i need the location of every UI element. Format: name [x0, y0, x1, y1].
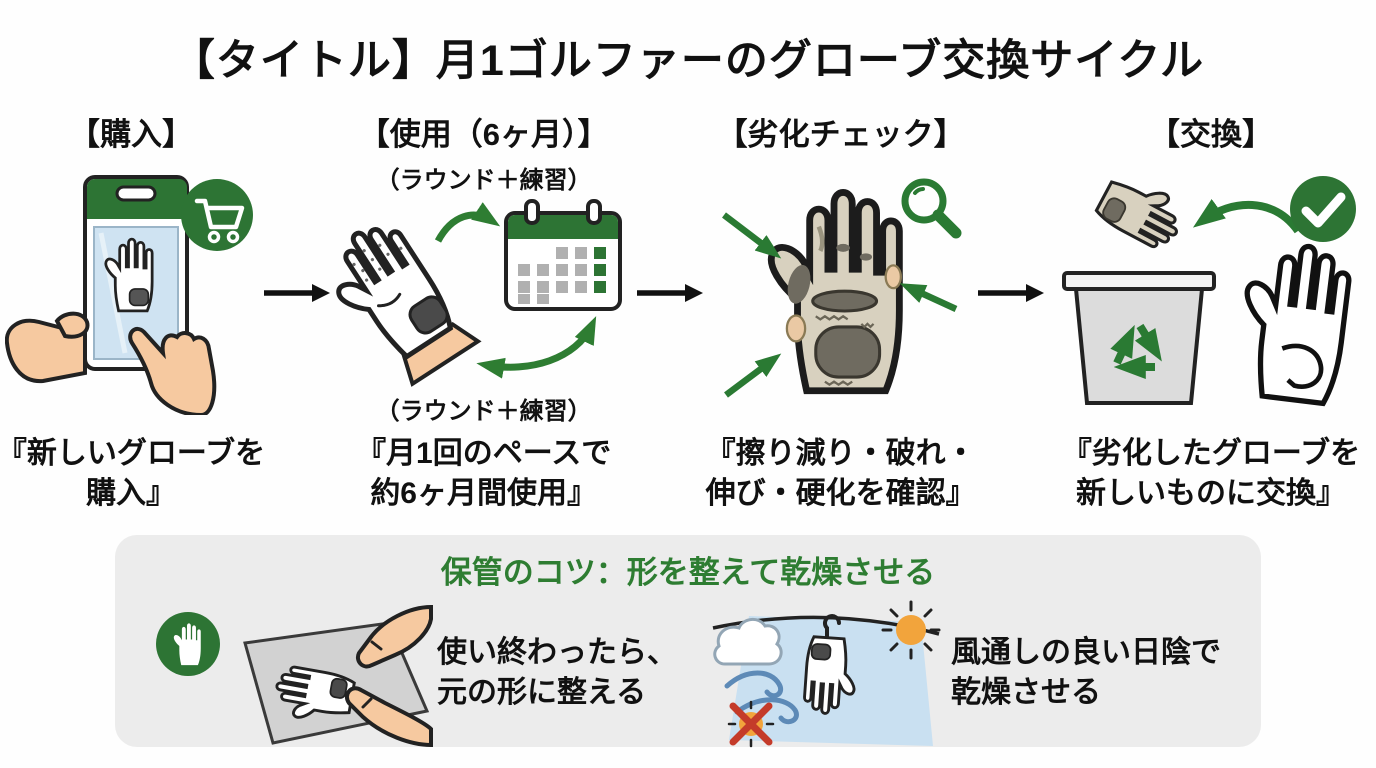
caption-line: 購入』	[86, 476, 176, 510]
sun-icon	[881, 600, 941, 660]
process-flow: 【購入】	[0, 114, 1376, 513]
flatten-glove-illustration	[243, 605, 433, 748]
use-illustration	[335, 199, 622, 387]
step-purchase-header: 【購入】	[69, 117, 193, 152]
tip-dry: 風通しの良い日陰で 乾燥させる	[711, 594, 1221, 752]
pointing-hand-icon	[128, 326, 217, 415]
step-check-caption: 『擦り減り・破れ・ 伸び・硬化を確認』	[706, 434, 976, 513]
step-use-note-top: （ラウンド＋練習）	[375, 167, 592, 194]
caption-line: 『擦り減り・破れ・	[705, 437, 976, 470]
tip-line: 元の形に整える	[437, 676, 647, 710]
right-arrow-icon	[978, 284, 1044, 302]
cart-icon	[181, 179, 253, 251]
tip-line: 乾燥させる	[951, 676, 1101, 710]
tip-reshape: 使い終わったら、 元の形に整える	[155, 597, 677, 749]
replace-illustration	[1062, 176, 1356, 407]
checkmark-icon	[1290, 176, 1356, 242]
step-check: 【劣化チェック】	[705, 114, 976, 513]
tip-line: 風通しの良い日陰で	[951, 635, 1221, 669]
wind-icon	[724, 670, 799, 725]
dry-glove-illustration	[712, 600, 941, 748]
storage-tips-title: 保管のコツ：形を整えて乾燥させる	[440, 555, 936, 591]
hanging-glove-icon	[803, 614, 856, 716]
step-use-caption: 『月1回のペースで 約6ヶ月間使用』	[356, 434, 611, 513]
check-illustration	[721, 178, 962, 398]
tip-line: 使い終わったら、	[437, 635, 677, 669]
step-use-header: 【使用（6ヶ月）】	[358, 117, 609, 152]
step-replace-header: 【交換】	[1149, 117, 1273, 152]
tip-dry-text: 風通しの良い日陰で 乾燥させる	[951, 633, 1221, 714]
wear-point-arrow-icon	[721, 212, 958, 398]
old-glove-icon	[1094, 180, 1178, 249]
replace-arrow-icon	[1192, 199, 1302, 234]
step-replace-illustration-zone	[1046, 160, 1376, 426]
caption-line: 『劣化したグローブを	[1061, 437, 1361, 470]
step-check-illustration-zone	[718, 160, 964, 426]
step-replace: 【交換】	[1046, 114, 1376, 513]
step-purchase: 【購入】	[0, 114, 265, 513]
tip-reshape-text: 使い終わったら、 元の形に整える	[437, 633, 677, 714]
caption-line: 『新しいグローブを	[0, 437, 266, 470]
magnifier-icon	[901, 178, 962, 239]
step-use: 【使用（6ヶ月）】 （ラウンド＋練習）	[332, 114, 635, 513]
caption-line: 約6ヶ月間使用』	[370, 476, 597, 510]
worn-glove-icon	[767, 189, 903, 395]
glove-package-icon	[83, 175, 189, 371]
packaged-glove-icon	[104, 237, 154, 313]
storage-tips-box: 保管のコツ：形を整えて乾燥させる	[115, 535, 1261, 748]
glove-icon	[335, 227, 482, 387]
calendar-icon	[503, 199, 622, 311]
caption-line: 『月1回のペースで	[356, 437, 612, 470]
step-use-illustration-zone: （ラウンド＋練習）	[334, 160, 634, 426]
caption-line: 伸び・硬化を確認』	[705, 476, 976, 510]
no-direct-sunlight-icon	[727, 700, 775, 748]
recycle-symbol-icon	[1110, 323, 1162, 379]
cycle-arrows-icon	[434, 202, 596, 379]
caption-line: 新しいものに交換』	[1075, 476, 1346, 510]
flat-glove-icon	[275, 665, 356, 719]
step-use-note-bottom: （ラウンド＋練習）	[375, 398, 592, 425]
step-replace-caption: 『劣化したグローブを 新しいものに交換』	[1062, 434, 1360, 513]
step-check-header: 【劣化チェック】	[716, 117, 965, 152]
step-purchase-illustration-zone	[5, 160, 257, 426]
step-purchase-caption: 『新しいグローブを 購入』	[0, 434, 265, 513]
purchase-illustration	[5, 175, 253, 415]
holding-hand-icon	[5, 311, 90, 384]
new-glove-icon	[1244, 243, 1352, 407]
right-arrow-icon	[637, 284, 704, 302]
page-title: 【タイトル】月1ゴルファーのグローブ交換サイクル	[171, 37, 1205, 85]
cloud-icon	[713, 618, 783, 666]
recycle-bin-icon	[1062, 271, 1216, 405]
storage-tips-row: 使い終わったら、 元の形に整える	[115, 594, 1261, 752]
right-arrow-icon	[264, 284, 330, 302]
glove-badge-icon	[156, 612, 220, 677]
